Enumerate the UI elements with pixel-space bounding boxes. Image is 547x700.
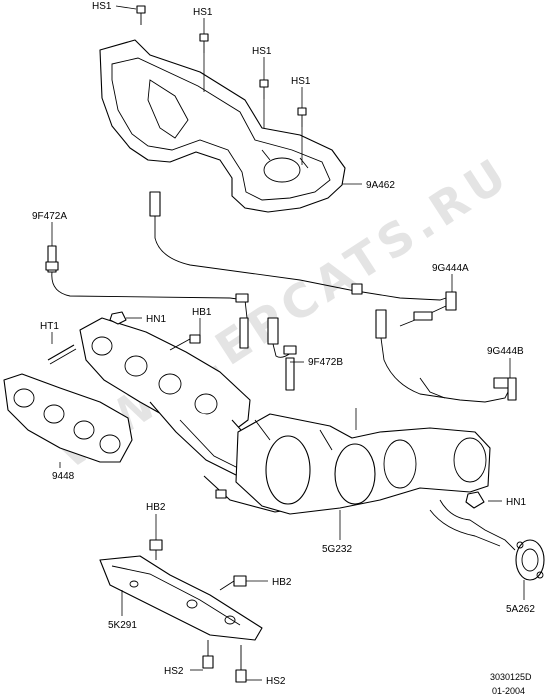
sensor-9g444a: [149, 191, 457, 327]
label-hs1-3: HS1: [252, 46, 272, 57]
hb2-bolt-right: [219, 575, 247, 591]
sensor-9f472b: [267, 317, 297, 391]
leader-lines: [51, 5, 525, 681]
heat-shield-9a462: [99, 39, 346, 213]
label-9a462: 9A462: [366, 180, 395, 191]
hs1-bolt-1: [136, 5, 146, 25]
hn1-nut-top: [109, 311, 127, 325]
reference-number: 3030125D: [490, 672, 532, 682]
label-hb1: HB1: [192, 307, 212, 318]
callout-labels: HS1 HS1 HS1 HS1 9A462 9F472A 9G444A 9G44…: [32, 1, 535, 687]
hs1-bolt-3: [259, 79, 269, 128]
hb2-bolt-top: [149, 539, 163, 560]
label-9g444a: 9G444A: [432, 263, 469, 274]
sensor-9g444b: [375, 309, 517, 403]
label-9f472b: 9F472B: [308, 357, 343, 368]
label-hs1-4: HS1: [291, 76, 311, 87]
label-hn1-top: HN1: [146, 314, 166, 325]
label-hs1-2: HS1: [193, 7, 213, 18]
label-5k291: 5K291: [108, 620, 137, 631]
pipe-to-5a262-lower: [429, 509, 501, 547]
hs2-bolt-right: [235, 645, 247, 683]
manifold-gasket-9448: [3, 373, 133, 463]
sensor-9f472a: [45, 245, 249, 349]
catalytic-converter-5g232: [215, 413, 491, 515]
label-5a262: 5A262: [506, 604, 535, 615]
label-hb2-top: HB2: [146, 502, 166, 513]
hb1-bolt: [169, 334, 201, 351]
label-hs2-left: HS2: [164, 666, 184, 677]
label-9g444b: 9G444B: [487, 346, 524, 357]
label-hn1-right: HN1: [506, 497, 526, 508]
hn1-nut-right: [465, 491, 485, 509]
flange-gasket-5a262: [515, 539, 545, 581]
label-9448: 9448: [52, 471, 75, 482]
label-9f472a: 9F472A: [32, 211, 67, 222]
bracket-5k291: [99, 555, 263, 641]
label-hs1-1: HS1: [92, 1, 112, 12]
reference-date: 01-2004: [492, 686, 525, 696]
ht1-stud: [47, 344, 77, 365]
hs2-bolt-left: [202, 640, 214, 669]
label-hb2-right: HB2: [272, 577, 292, 588]
label-ht1: HT1: [40, 321, 59, 332]
label-5g232: 5G232: [322, 544, 352, 555]
label-hs2-right: HS2: [266, 676, 286, 687]
pipe-to-5a262: [439, 499, 516, 551]
